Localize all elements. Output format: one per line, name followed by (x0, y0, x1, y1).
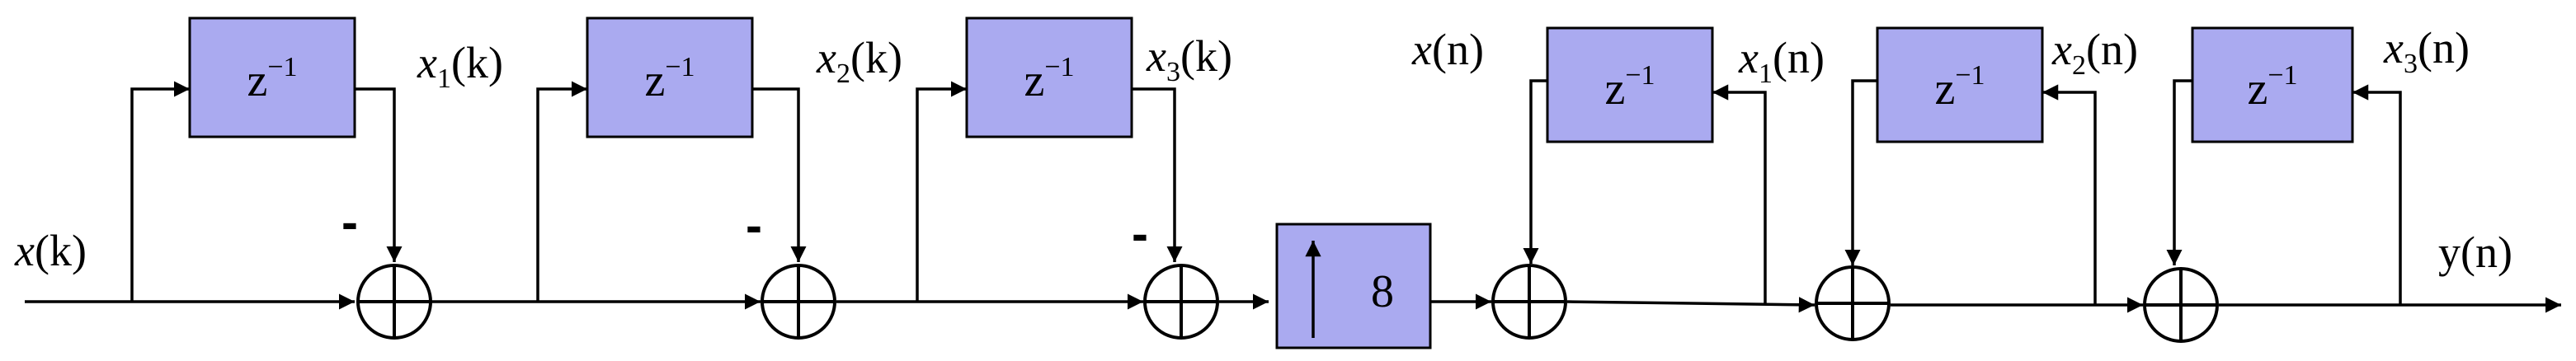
adder-int-1 (1491, 264, 1567, 340)
upsample-factor: 8 (1371, 266, 1394, 317)
signal-labels: x(k) x1(k) x2(k) x3(k) x(n) x1(n) x2(n) … (14, 23, 2512, 277)
svg-text:z−1: z−1 (644, 52, 695, 106)
adder-comb-3 (1143, 264, 1219, 340)
minus-sign-1: - (341, 195, 358, 250)
delay-block-int-2: z−1 (1876, 26, 2044, 143)
wire-fb1-down (1523, 79, 1547, 264)
label-x2-n: x2(n) (2051, 25, 2138, 81)
delay-block-comb-3: z−1 (965, 16, 1133, 138)
wire-fb2-up (2042, 84, 2097, 305)
delay-block-int-3: z−1 (2191, 26, 2354, 143)
integrator-section: z−1 z−1 z−1 (1430, 26, 2561, 343)
comb-section: z−1 z−1 z−1 - - - (25, 16, 1269, 340)
delay-base: z (1604, 63, 1625, 115)
delay-block-comb-2: z−1 (586, 16, 754, 138)
wire-delay1-out (355, 87, 403, 262)
wire-tap1 (130, 81, 190, 302)
delay-exponent: −1 (1955, 60, 1985, 91)
svg-text:z−1: z−1 (1024, 52, 1074, 106)
label-output-y-n: y(n) (2438, 227, 2512, 277)
minus-sign-3: - (1132, 206, 1148, 261)
wire-sum4-sum5 (1566, 297, 1815, 313)
label-x1-n: x1(n) (1738, 33, 1825, 89)
wire-fb3-down (2166, 79, 2192, 265)
label-x1-k: x1(k) (417, 38, 503, 94)
delay-base: z (1024, 55, 1044, 106)
delay-base: z (2247, 63, 2268, 115)
delay-exponent: −1 (1625, 60, 1655, 91)
wire-fb3-up (2352, 84, 2402, 305)
label-x3-k: x3(k) (1146, 31, 1232, 87)
label-x-n: x(n) (1411, 25, 1484, 74)
upsampler-block: 8 (1275, 223, 1432, 349)
delay-exponent: −1 (267, 52, 297, 82)
adder-int-2 (1815, 265, 1891, 341)
svg-text:z−1: z−1 (1934, 60, 1985, 115)
label-x2-k: x2(k) (816, 33, 902, 89)
label-input-x-k: x(k) (14, 226, 87, 275)
adder-int-3 (2143, 267, 2219, 343)
wire-fb2-down (1844, 79, 1877, 265)
wire-tap2 (536, 81, 587, 302)
svg-text:z−1: z−1 (1604, 60, 1655, 115)
delay-base: z (644, 55, 665, 106)
delay-base: z (1934, 63, 1955, 115)
delay-exponent: −1 (665, 52, 695, 82)
wire-delay2-out (752, 87, 807, 262)
label-x3-n: x3(n) (2383, 23, 2470, 79)
minus-sign-2: - (746, 198, 762, 253)
delay-exponent: −1 (1044, 52, 1074, 82)
svg-text:z−1: z−1 (2247, 60, 2297, 115)
adder-comb-1 (356, 264, 432, 340)
delay-block-int-1: z−1 (1546, 26, 1714, 143)
wire-fb1-up (1712, 84, 1767, 303)
delay-block-comb-1: z−1 (188, 16, 356, 138)
adder-comb-2 (761, 264, 836, 340)
delay-base: z (247, 55, 267, 106)
svg-text:z−1: z−1 (247, 52, 297, 106)
delay-exponent: −1 (2268, 60, 2297, 91)
wire-delay3-out (1132, 87, 1183, 262)
wire-tap3 (916, 81, 967, 302)
